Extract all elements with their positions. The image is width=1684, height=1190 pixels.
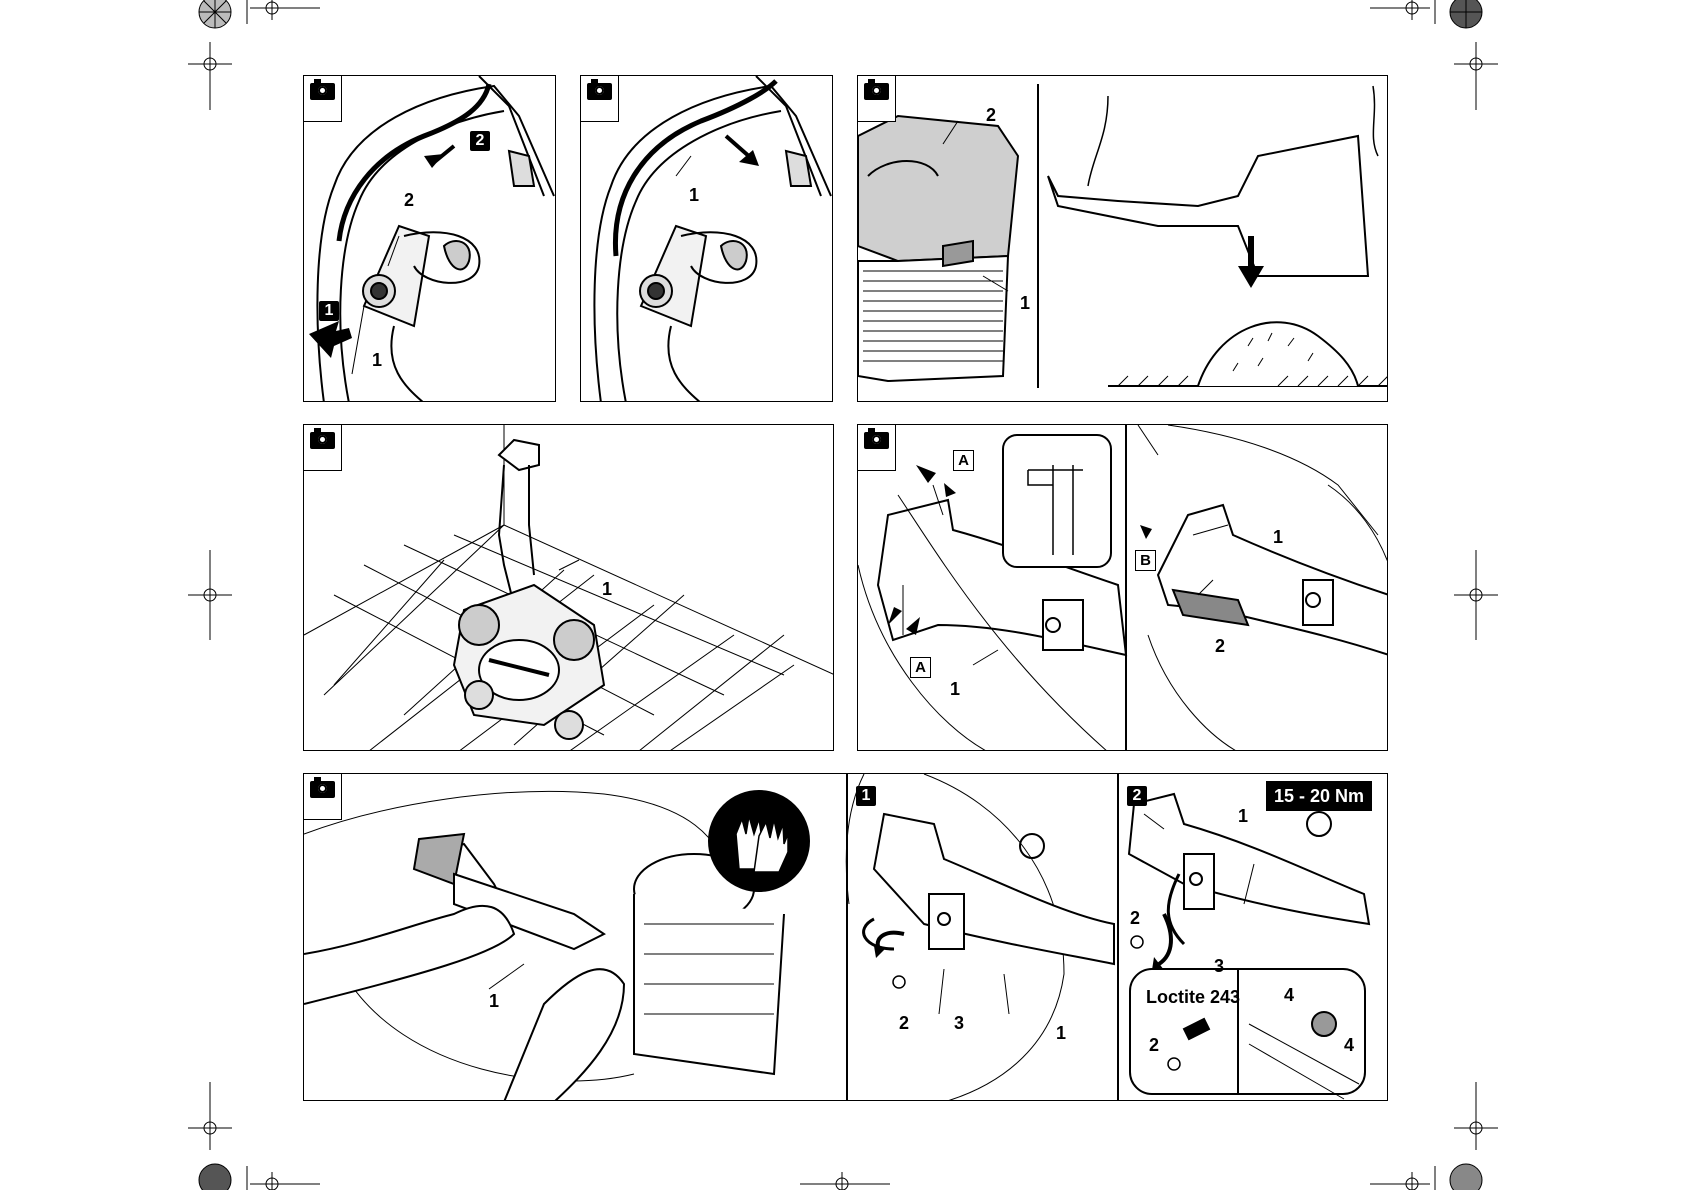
measurement-marker: A xyxy=(953,450,974,471)
callout: 2 xyxy=(1130,909,1140,927)
callout: 1 xyxy=(489,992,499,1010)
switch-handle-illustration xyxy=(304,76,556,402)
step-badge: 1 xyxy=(319,301,339,321)
panel-blade-wear: A A 1 B 1 2 xyxy=(857,424,1388,751)
measurement-marker: B xyxy=(1135,550,1156,571)
panel-switch-released: 1 xyxy=(580,75,833,402)
callout: 1 xyxy=(1020,294,1030,312)
callout: 2 xyxy=(899,1014,909,1032)
step-badge: 1 xyxy=(856,786,876,806)
step-badge: 2 xyxy=(470,131,490,151)
callout: 1 xyxy=(372,351,382,369)
callout: 1 xyxy=(1238,807,1248,825)
callout: 2 xyxy=(1149,1036,1159,1054)
loctite-label: Loctite 243 xyxy=(1146,987,1240,1008)
camera-icon xyxy=(858,425,896,471)
grass-box-illustration xyxy=(858,76,1388,402)
callout: 1 xyxy=(950,680,960,698)
callout: 1 xyxy=(1273,528,1283,546)
step-badge: 2 xyxy=(1127,786,1147,806)
callout: 3 xyxy=(954,1014,964,1032)
blade-replacement-illustration xyxy=(304,774,1388,1101)
blade-wear-illustration xyxy=(858,425,1388,751)
camera-icon xyxy=(304,774,342,820)
panel-switch-handle: 2 1 2 1 xyxy=(303,75,556,402)
mower-tilted-illustration xyxy=(304,425,834,751)
camera-icon xyxy=(858,76,896,122)
callout: 1 xyxy=(1056,1024,1066,1042)
camera-icon xyxy=(304,425,342,471)
callout: 2 xyxy=(986,106,996,124)
callout: 2 xyxy=(404,191,414,209)
callout: 4 xyxy=(1344,1036,1354,1054)
torque-label: 15 - 20 Nm xyxy=(1266,781,1372,811)
callout: 1 xyxy=(602,580,612,598)
callout: 2 xyxy=(1215,637,1225,655)
panel-grass-box: 2 1 xyxy=(857,75,1388,402)
camera-icon xyxy=(581,76,619,122)
switch-released-illustration xyxy=(581,76,833,402)
callout: 3 xyxy=(1214,957,1224,975)
callout: 4 xyxy=(1284,986,1294,1004)
panel-blade-replacement: 1 1 2 3 1 2 15 - 20 Nm 1 2 3 Loctite 243… xyxy=(303,773,1388,1101)
measurement-marker: A xyxy=(910,657,931,678)
camera-icon xyxy=(304,76,342,122)
callout: 1 xyxy=(689,186,699,204)
panel-mower-tilted: 1 xyxy=(303,424,834,751)
